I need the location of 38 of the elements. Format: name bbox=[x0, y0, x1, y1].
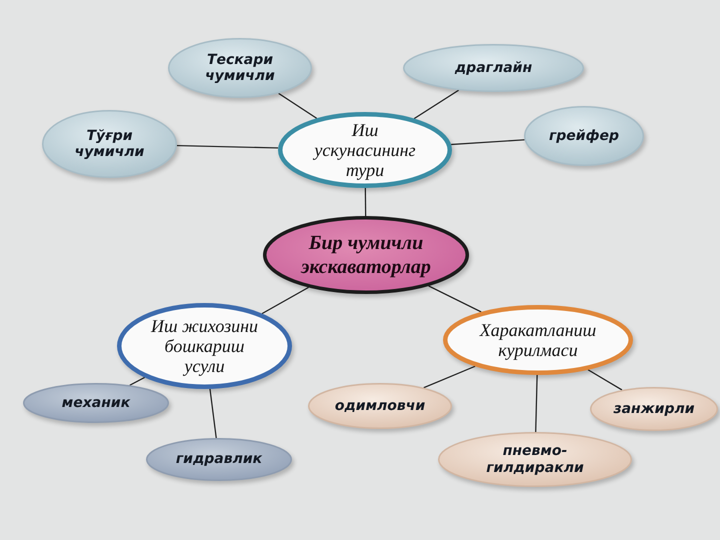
connector-line bbox=[262, 286, 309, 314]
connector-line bbox=[424, 366, 476, 388]
leaf-ellipse bbox=[590, 387, 718, 431]
category-ellipse bbox=[278, 112, 452, 188]
ellipse-label: одимловчи bbox=[334, 398, 426, 414]
ellipse-label: Тескари чумичли bbox=[204, 52, 276, 84]
leaf-ellipse bbox=[146, 438, 292, 481]
ellipse-label: драглайн bbox=[454, 60, 532, 76]
ellipse-label: механик bbox=[62, 394, 130, 412]
connector-line bbox=[414, 90, 460, 120]
connector-line bbox=[364, 188, 366, 216]
connector-line bbox=[428, 285, 482, 312]
connector-line bbox=[535, 374, 538, 432]
leaf-ellipse bbox=[168, 38, 312, 98]
ellipse-label: Иш ускунасининг тури bbox=[312, 120, 417, 180]
ellipse-label: Бир чумичли экскаваторлар bbox=[300, 231, 432, 279]
ellipse-label: пневмо-гилдиракли bbox=[485, 443, 585, 476]
ellipse-label: Иш жихозини бошкариш усули bbox=[150, 316, 260, 376]
category-ellipse bbox=[117, 303, 292, 389]
leaf-ellipse bbox=[308, 383, 452, 429]
category-ellipse bbox=[443, 305, 633, 375]
connector-line bbox=[129, 376, 145, 386]
connector-line bbox=[588, 369, 622, 390]
ellipse-label: Харакатланиш курилмаси bbox=[478, 320, 598, 360]
connector-line bbox=[451, 139, 525, 146]
ellipse-label: занжирли bbox=[613, 400, 695, 418]
leaf-ellipse bbox=[403, 44, 584, 92]
ellipse-label: Тўғри чумичли bbox=[74, 128, 146, 160]
connector-line bbox=[209, 388, 217, 438]
leaf-ellipse bbox=[23, 383, 169, 423]
connector-line bbox=[278, 92, 318, 119]
connector-line bbox=[176, 144, 278, 149]
central-ellipse bbox=[263, 216, 469, 294]
ellipse-label: грейфер bbox=[548, 128, 620, 144]
leaf-ellipse bbox=[438, 432, 632, 487]
ellipse-label: гидравлик bbox=[176, 451, 262, 468]
leaf-ellipse bbox=[42, 110, 177, 178]
leaf-ellipse bbox=[524, 106, 644, 166]
